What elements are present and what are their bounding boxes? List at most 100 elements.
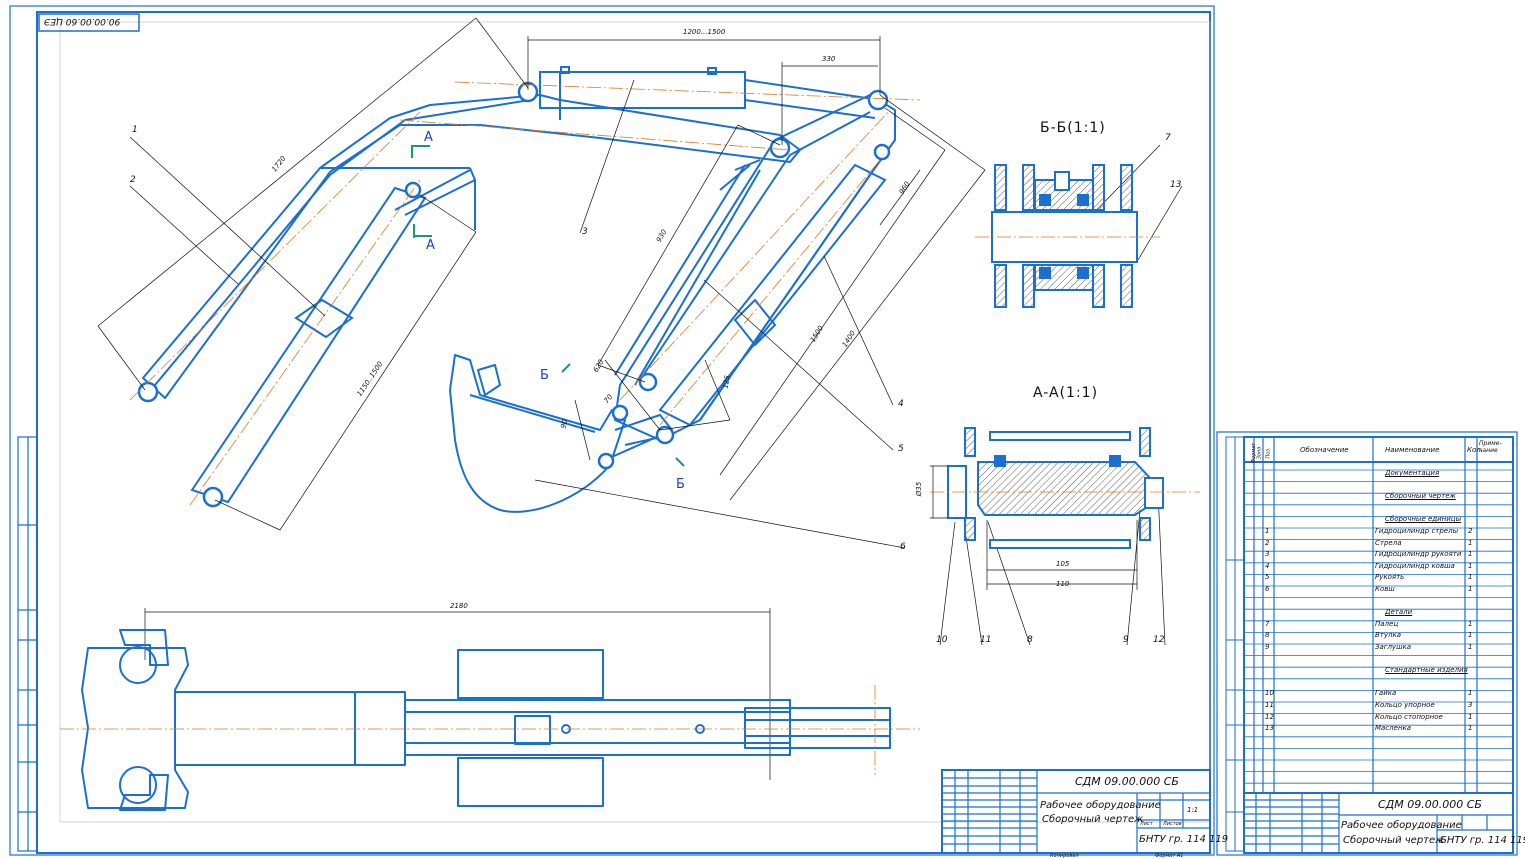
spec-row-pos: 11 xyxy=(1265,701,1274,709)
boom-cylinder xyxy=(190,167,476,504)
callout-6: 6 xyxy=(900,542,906,552)
spec-row-name: Ковш xyxy=(1375,585,1395,593)
boom-assembly xyxy=(142,94,801,399)
title-block-code: СДМ 09.00.000 СБ xyxy=(1075,775,1179,788)
callout-7: 7 xyxy=(1165,133,1171,143)
spec-row-name: Сборочные единицы xyxy=(1385,515,1462,524)
spec-row-pos: 5 xyxy=(1265,573,1270,582)
title-block-org: БНТУ гр. 114 119 xyxy=(1139,834,1229,845)
spec-row-name: Сборочный чертеж xyxy=(1385,492,1456,501)
bucket xyxy=(449,354,673,513)
spec-block-code: СДМ 09.00.000 СБ xyxy=(1378,798,1482,811)
spec-row-pos: 2 xyxy=(1265,538,1270,547)
spec-row-name: Рукоять xyxy=(1375,573,1405,582)
plan-view xyxy=(60,629,920,811)
spec-row-qty: 1 xyxy=(1468,619,1473,628)
spec-row-name: Втулка xyxy=(1375,631,1402,640)
spec-row-qty: 1 xyxy=(1468,712,1473,721)
spec-row-qty: 3 xyxy=(1468,701,1473,709)
spec-row-qty: 1 xyxy=(1468,573,1473,582)
spec-row-name: Заглушка xyxy=(1375,643,1411,651)
spec-header-zone: Зона xyxy=(1256,446,1263,460)
spec-row-qty: 1 xyxy=(1468,538,1473,547)
spec-row-name: Гидроцилиндр стрелы xyxy=(1375,527,1459,535)
spec-row-lines xyxy=(1244,469,1513,784)
pins xyxy=(137,81,891,508)
callout-9: 9 xyxy=(1123,635,1129,645)
spec-block-name-1: Рабочее оборудование xyxy=(1341,820,1462,831)
dim-2180: 2180 xyxy=(450,602,468,610)
spec-row-qty: 1 xyxy=(1468,643,1473,651)
dim-diameter: Ø35 xyxy=(915,481,924,497)
spec-row-pos: 7 xyxy=(1265,619,1270,628)
spec-row-qty: 1 xyxy=(1468,561,1473,570)
spec-row-name: Гайка xyxy=(1375,689,1397,698)
spec-header-note: Приме-чание xyxy=(1479,440,1502,454)
callout-4: 4 xyxy=(898,399,904,409)
title-block-name-1: Рабочее оборудование xyxy=(1040,800,1161,811)
spec-row-pos: 3 xyxy=(1265,550,1270,559)
centerlines xyxy=(129,81,921,506)
spec-row-qty: 1 xyxy=(1468,724,1473,733)
title-block-scale: 1:1 xyxy=(1187,806,1199,814)
spec-row-qty: 1 xyxy=(1468,689,1473,698)
spec-row-qty: 1 xyxy=(1468,585,1473,593)
stick-arm xyxy=(614,94,896,441)
dim-1200-1500: 1200...1500 xyxy=(683,28,726,36)
leader-lines xyxy=(129,79,1183,646)
spec-row-name: Стандартные изделия xyxy=(1385,666,1468,675)
section-aa xyxy=(930,427,1200,549)
dim-105: 105 xyxy=(1056,560,1070,568)
spec-row-qty: 2 xyxy=(1468,527,1473,535)
callout-2: 2 xyxy=(130,175,136,185)
spec-row-pos: 8 xyxy=(1265,631,1270,640)
spec-row-name: Стрела xyxy=(1375,538,1402,547)
spec-row-name: Документация xyxy=(1385,469,1440,477)
main-sheet-frame xyxy=(9,5,1215,856)
dimension-lines xyxy=(97,17,1138,780)
cut-mark-a-bottom: A xyxy=(426,238,435,253)
section-bb xyxy=(975,164,1160,308)
cut-mark-b-top: Б xyxy=(540,368,549,383)
left-margin-strip xyxy=(17,436,38,852)
spec-row-pos: 4 xyxy=(1265,561,1270,570)
spec-row-pos: 6 xyxy=(1265,585,1270,593)
spec-row-name: Гидроцилиндр ковша xyxy=(1375,561,1455,570)
title-block-name-2: Сборочный чертеж xyxy=(1042,814,1144,825)
section-aa-title: A-A(1:1) xyxy=(1033,385,1099,401)
callout-1: 1 xyxy=(132,125,138,135)
bucket-cylinder xyxy=(614,159,887,427)
spec-row-name: Кольцо стопорное xyxy=(1375,712,1443,721)
spec-header-name: Наименование xyxy=(1385,446,1440,454)
section-bb-title: Б-Б(1:1) xyxy=(1040,120,1106,136)
spec-row-name: Гидроцилиндр рукояти xyxy=(1375,550,1462,559)
spec-row-pos: 9 xyxy=(1265,643,1270,651)
spec-row-pos: 1 xyxy=(1265,527,1270,535)
callout-11: 11 xyxy=(980,635,992,645)
callout-10: 10 xyxy=(936,635,948,645)
title-block-format: Формат А1 xyxy=(1155,853,1184,859)
title-block-sheets: Листов xyxy=(1163,821,1182,827)
title-block-copied: Копировал xyxy=(1050,853,1079,859)
spec-table-lines xyxy=(1243,437,1514,854)
spec-row-qty: 1 xyxy=(1468,631,1473,640)
spec-header-qty: Кол. xyxy=(1467,446,1483,454)
spec-block-name-2: Сборочный чертеж xyxy=(1343,835,1445,846)
spec-row-name: Масленка xyxy=(1375,724,1412,733)
cut-mark-b-bottom: Б xyxy=(676,477,685,492)
section-cut-marks xyxy=(411,145,685,467)
arm-cylinder xyxy=(539,66,881,120)
spec-row-pos: 10 xyxy=(1265,689,1274,698)
spec-row-name: Кольцо упорное xyxy=(1375,701,1435,709)
callout-13: 13 xyxy=(1170,180,1182,190)
drawing-stamp-top: 90.00.00.60 ЦЕЭ xyxy=(44,16,121,26)
spec-header-designation: Обозначение xyxy=(1300,446,1349,454)
spec-row-pos: 13 xyxy=(1265,724,1274,733)
spec-row-name: Палец xyxy=(1375,619,1399,628)
callout-12: 12 xyxy=(1153,635,1165,645)
callout-5: 5 xyxy=(898,444,904,454)
spec-row-name: Детали xyxy=(1385,608,1413,617)
callout-8: 8 xyxy=(1027,635,1033,645)
dim-330: 330 xyxy=(822,55,836,63)
